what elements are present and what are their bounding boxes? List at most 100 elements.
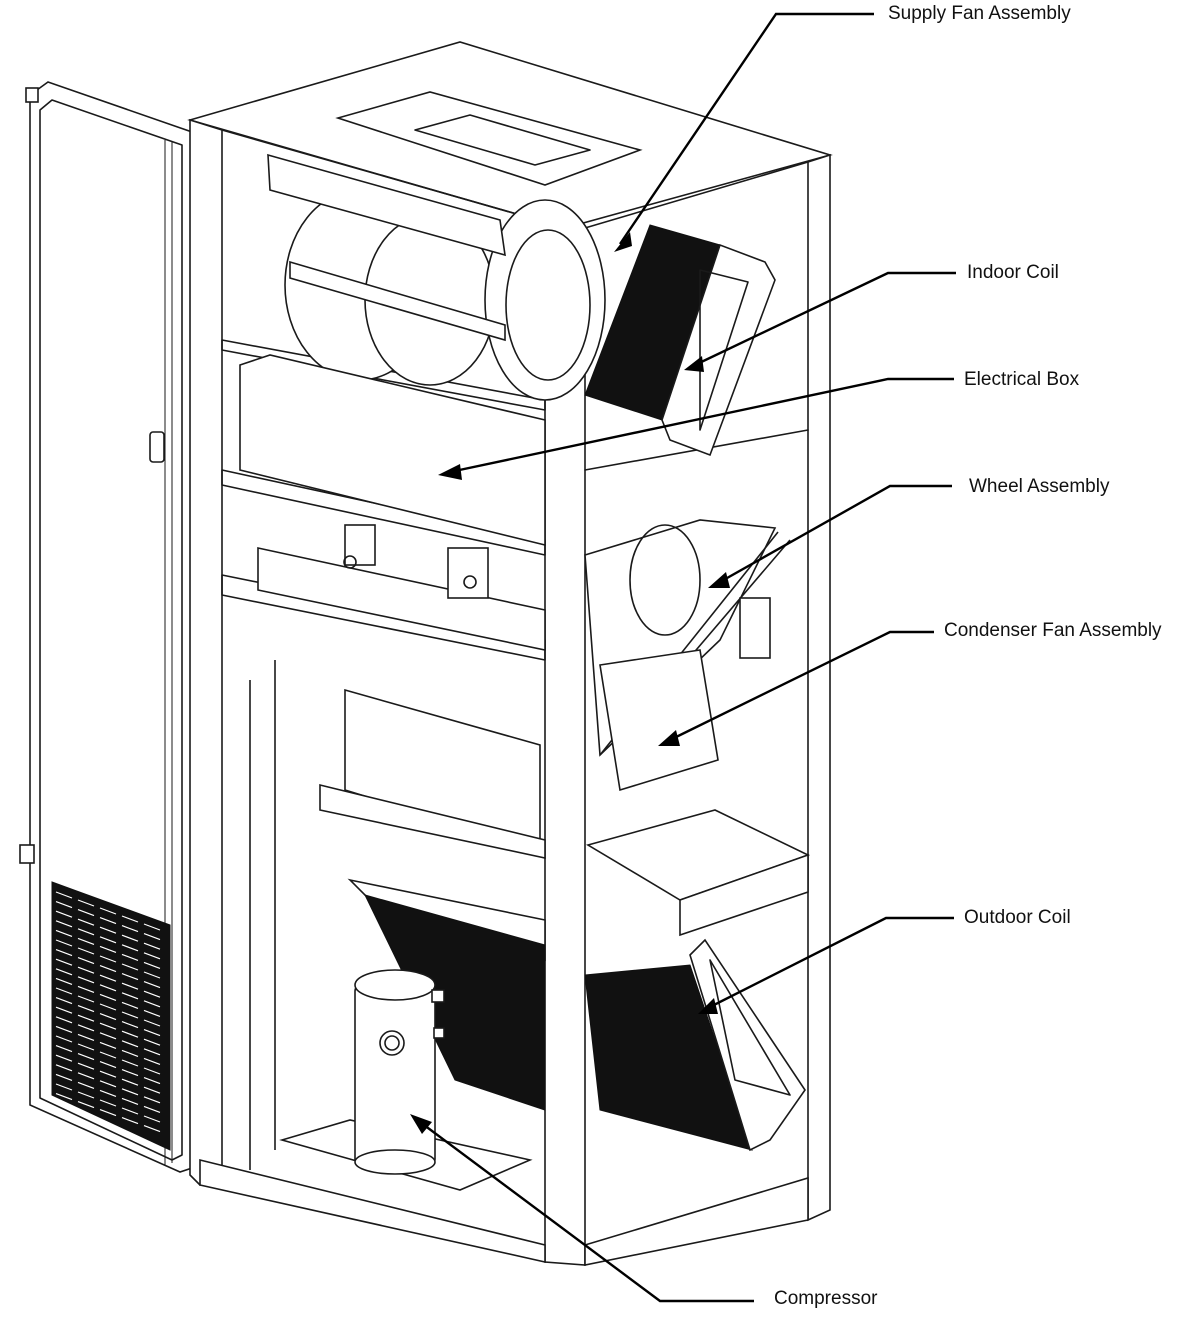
arrow-outdoor-coil — [698, 998, 718, 1014]
louver-slot — [99, 1003, 117, 1011]
louver-slot — [77, 1014, 95, 1022]
louver-slot — [143, 1096, 161, 1104]
arrow-compressor — [410, 1114, 432, 1134]
louver-slot — [99, 1099, 117, 1107]
louver-slot — [99, 974, 117, 982]
louver-slot — [99, 1061, 117, 1069]
louver-slot — [55, 939, 73, 947]
louver-slot — [99, 984, 117, 992]
louver-slot — [121, 953, 139, 961]
louver-slot — [55, 997, 73, 1005]
louver-slot — [121, 1011, 139, 1019]
louver-slot — [121, 1030, 139, 1038]
louver-slot — [55, 1083, 73, 1091]
louver-slot — [143, 933, 161, 941]
door-louvers — [51, 881, 171, 1151]
louver-slot — [99, 955, 117, 963]
louver-slot — [99, 1041, 117, 1049]
louver-slot — [99, 1070, 117, 1078]
leader-condenser-fan — [669, 630, 934, 742]
arrow-condenser-fan — [658, 730, 680, 746]
louver-slot — [55, 968, 73, 976]
louver-slot — [99, 1080, 117, 1088]
louver-slot — [55, 1035, 73, 1043]
louver-slot — [77, 1062, 95, 1070]
louver-slot — [143, 923, 161, 931]
electrical-box-drawing — [239, 354, 546, 651]
louver-slot — [99, 1022, 117, 1030]
leader-indoor-coil — [694, 271, 956, 367]
callout-compressor: Compressor — [774, 1288, 878, 1309]
louver-slot — [99, 1089, 117, 1097]
louver-slot — [143, 1000, 161, 1008]
louver-slot — [55, 920, 73, 928]
louver-slot — [121, 925, 139, 933]
louver-slot — [55, 987, 73, 995]
louver-slot — [121, 1117, 139, 1125]
callout-supply-fan-assembly: Supply Fan Assembly — [888, 3, 1071, 24]
louver-slot — [99, 907, 117, 915]
louver-slot — [77, 1091, 95, 1099]
leader-wheel-assembly — [719, 484, 952, 584]
louver-slot — [77, 947, 95, 955]
louver-slot — [77, 995, 95, 1003]
arrow-electrical-box — [438, 464, 462, 480]
louver-slot — [77, 1043, 95, 1051]
louver-slot — [121, 982, 139, 990]
louver-slot — [99, 965, 117, 973]
arrow-supply-fan — [614, 232, 632, 252]
louver-slot — [77, 1072, 95, 1080]
louver-slot — [121, 1069, 139, 1077]
louver-slot — [143, 1067, 161, 1075]
condenser-section-drawing — [319, 688, 811, 937]
louver-slot — [143, 1038, 161, 1046]
louver-slot — [55, 1093, 73, 1101]
arrow-wheel-assembly — [708, 572, 730, 588]
supply-fan-drawing — [267, 153, 606, 401]
louver-slot — [121, 1040, 139, 1048]
louver-slot — [77, 909, 95, 917]
louver-slot — [55, 1016, 73, 1024]
louver-slot — [55, 1006, 73, 1014]
louver-slot — [77, 1101, 95, 1109]
louver-slot — [143, 990, 161, 998]
louver-slot — [143, 1048, 161, 1056]
louver-slot — [77, 937, 95, 945]
wheel-assembly-drawing — [584, 519, 791, 792]
louver-slot — [121, 934, 139, 942]
louver-slot — [77, 1024, 95, 1032]
louver-slot — [55, 977, 73, 985]
louver-slot — [143, 971, 161, 979]
louver-slot — [55, 891, 73, 899]
louver-slot — [143, 1115, 161, 1123]
leader-electrical-box — [449, 377, 954, 474]
louver-slot — [143, 952, 161, 960]
louver-slot — [77, 966, 95, 974]
louver-slot — [55, 1054, 73, 1062]
louver-slot — [77, 1005, 95, 1013]
callout-wheel-assembly: Wheel Assembly — [969, 476, 1110, 497]
callout-indoor-coil: Indoor Coil — [967, 262, 1059, 283]
louver-slot — [121, 973, 139, 981]
louver-slot — [143, 981, 161, 989]
callout-outdoor-coil: Outdoor Coil — [964, 907, 1071, 928]
louver-slot — [143, 1077, 161, 1085]
louver-slot — [55, 910, 73, 918]
louver-slot — [121, 1021, 139, 1029]
louver-slot — [143, 1009, 161, 1017]
louver-slot — [55, 929, 73, 937]
louver-slot — [55, 1073, 73, 1081]
louver-slot — [99, 1013, 117, 1021]
callout-electrical-box: Electrical Box — [964, 369, 1080, 390]
louver-slot — [121, 1097, 139, 1105]
louver-slot — [55, 901, 73, 909]
louver-slot — [143, 1019, 161, 1027]
louver-slot — [77, 976, 95, 984]
louver-slot — [121, 1107, 139, 1115]
louver-slot — [121, 1001, 139, 1009]
louver-slot — [121, 1049, 139, 1057]
louver-slot — [121, 1078, 139, 1086]
callout-condenser-fan-assembly: Condenser Fan Assembly — [944, 620, 1162, 641]
louver-slot — [99, 926, 117, 934]
